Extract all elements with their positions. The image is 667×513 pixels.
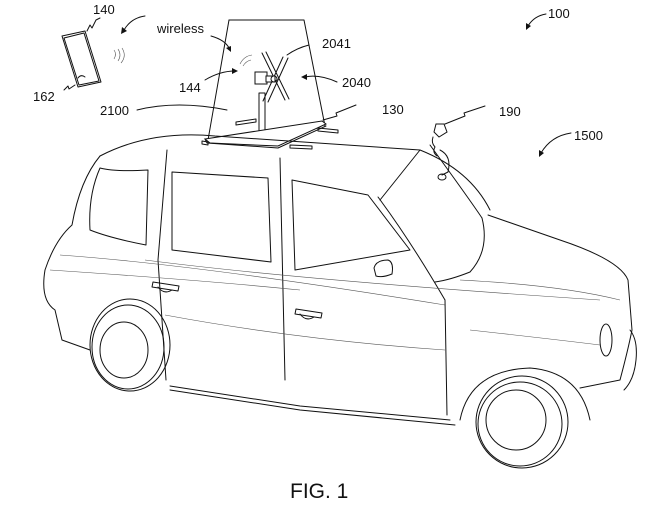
label-190: 190 bbox=[499, 104, 521, 119]
label-100: 100 bbox=[548, 6, 570, 21]
label-1500: 1500 bbox=[574, 128, 603, 143]
arrow-100 bbox=[527, 13, 547, 27]
side-mirror-icon bbox=[373, 259, 393, 278]
wind-turbine-icon bbox=[254, 51, 290, 132]
leader-190 bbox=[444, 105, 486, 125]
label-2040: 2040 bbox=[342, 75, 371, 90]
sensor-icon bbox=[431, 123, 450, 181]
vehicle-windows bbox=[89, 167, 411, 271]
arrow-2040 bbox=[304, 75, 338, 83]
label-144: 144 bbox=[179, 80, 201, 95]
door-handles bbox=[151, 281, 323, 320]
arrow-1500 bbox=[540, 132, 572, 154]
label-130: 130 bbox=[382, 102, 404, 117]
transmitter-signal-icon bbox=[239, 54, 253, 67]
leader-2041 bbox=[286, 44, 310, 56]
vehicle-body bbox=[43, 134, 637, 426]
label-2041: 2041 bbox=[322, 36, 351, 51]
mobile-device-icon bbox=[61, 30, 102, 88]
leader-2100 bbox=[136, 104, 228, 111]
figure-caption: FIG. 1 bbox=[290, 480, 348, 503]
headlight-icon bbox=[599, 323, 613, 357]
leader-140 bbox=[86, 17, 101, 32]
label-162: 162 bbox=[33, 89, 55, 104]
label-2100: 2100 bbox=[100, 103, 129, 118]
label-140: 140 bbox=[93, 2, 115, 17]
enclosure-2100 bbox=[207, 19, 326, 141]
rear-wheel-icon bbox=[89, 298, 171, 392]
arrow-to-device bbox=[123, 15, 146, 31]
leader-162 bbox=[63, 84, 76, 91]
wireless-signal-icon bbox=[113, 47, 125, 64]
front-wheel-icon bbox=[459, 367, 591, 469]
label-wireless: wireless bbox=[156, 21, 204, 36]
arrow-wireless bbox=[210, 35, 230, 49]
roof-mount-130 bbox=[201, 118, 339, 150]
leader-130 bbox=[322, 104, 357, 121]
